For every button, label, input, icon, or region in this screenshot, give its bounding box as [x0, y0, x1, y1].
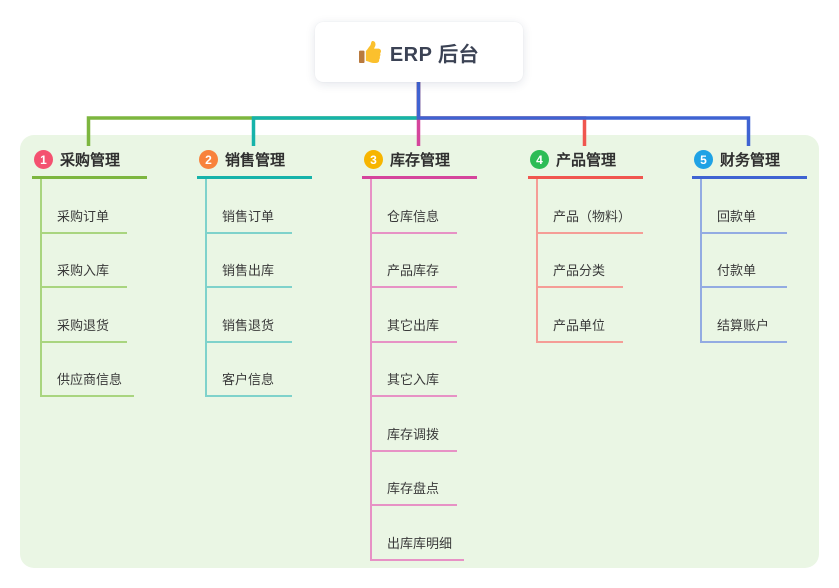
- child-node[interactable]: 采购退货: [42, 288, 127, 343]
- child-label: 结算账户: [717, 317, 770, 333]
- child-node[interactable]: 产品分类: [538, 234, 623, 288]
- branch-number-badge: 2: [199, 150, 218, 169]
- root-title: ERP 后台: [389, 43, 480, 66]
- child-node[interactable]: 供应商信息: [42, 343, 135, 397]
- child-node[interactable]: 其它入库: [372, 343, 457, 397]
- branch-label: 产品管理: [556, 152, 617, 169]
- child-label: 客户信息: [222, 372, 275, 387]
- branch-label: 销售管理: [225, 152, 286, 169]
- branch-number-badge: 5: [694, 150, 713, 169]
- branch-2: 2 销售管理销售订单销售出库销售退货客户信息: [197, 148, 312, 397]
- branch-label: 财务管理: [720, 152, 781, 169]
- branch-title[interactable]: 5 财务管理: [692, 148, 807, 179]
- child-label: 回款单: [717, 208, 757, 224]
- child-label: 出库库明细: [387, 535, 453, 551]
- branch-children: 销售订单销售出库销售退货客户信息: [205, 179, 312, 397]
- child-node[interactable]: 仓库信息: [372, 179, 457, 234]
- branch-children: 产品（物料） 产品分类产品单位: [536, 179, 644, 343]
- child-label: 采购订单: [57, 208, 110, 224]
- child-label: 销售退货: [222, 317, 275, 333]
- child-node[interactable]: 采购订单: [42, 179, 127, 234]
- mindmap-panel: [20, 135, 819, 568]
- branch-children: 仓库信息产品库存其它出库其它入库库存调拨库存盘点出库库明细: [370, 179, 477, 561]
- child-label: 产品分类: [553, 263, 606, 278]
- child-node[interactable]: 库存调拨: [372, 397, 457, 452]
- child-label: 产品（物料）: [553, 208, 632, 224]
- child-node[interactable]: 产品库存: [372, 234, 457, 288]
- branch-4: 4 产品管理产品（物料） 产品分类产品单位: [528, 148, 644, 343]
- child-node[interactable]: 回款单: [702, 179, 787, 234]
- child-label: 产品库存: [387, 263, 440, 278]
- branch-title[interactable]: 4 产品管理: [528, 148, 643, 179]
- child-node[interactable]: 出库库明细: [372, 506, 465, 561]
- branch-children: 采购订单采购入库采购退货供应商信息: [40, 179, 147, 397]
- branch-children: 回款单付款单结算账户: [700, 179, 807, 343]
- branch-number-badge: 4: [530, 150, 549, 169]
- child-node[interactable]: 其它出库: [372, 288, 457, 343]
- child-label: 产品单位: [553, 317, 606, 333]
- branch-number-badge: 3: [364, 150, 383, 169]
- child-node[interactable]: 结算账户: [702, 288, 787, 343]
- branch-title[interactable]: 3 库存管理: [362, 148, 477, 179]
- child-node[interactable]: 销售订单: [207, 179, 292, 234]
- child-node[interactable]: 采购入库: [42, 234, 127, 288]
- child-label: 销售订单: [222, 208, 275, 224]
- thumbs-up-icon: [358, 41, 381, 63]
- child-node[interactable]: 付款单: [702, 234, 787, 288]
- child-label: 采购退货: [57, 317, 110, 333]
- branch-label: 库存管理: [390, 152, 451, 169]
- branch-1: 1 采购管理采购订单采购入库采购退货供应商信息: [32, 148, 147, 397]
- child-node[interactable]: 销售退货: [207, 288, 292, 343]
- child-label: 销售出库: [222, 263, 275, 278]
- branch-title[interactable]: 2 销售管理: [197, 148, 312, 179]
- root-node[interactable]: ERP 后台: [315, 22, 523, 82]
- child-label: 付款单: [717, 263, 757, 278]
- branch-3: 3 库存管理仓库信息产品库存其它出库其它入库库存调拨库存盘点出库库明细: [362, 148, 477, 561]
- branch-label: 采购管理: [60, 152, 121, 169]
- child-node[interactable]: 产品单位: [538, 288, 623, 343]
- branch-number-badge: 1: [34, 150, 53, 169]
- child-node[interactable]: 产品（物料）: [538, 179, 644, 234]
- child-label: 库存调拨: [387, 426, 440, 442]
- child-label: 其它入库: [387, 372, 440, 387]
- child-label: 供应商信息: [57, 372, 123, 387]
- child-label: 库存盘点: [387, 481, 440, 496]
- child-node[interactable]: 库存盘点: [372, 452, 457, 506]
- child-node[interactable]: 销售出库: [207, 234, 292, 288]
- child-node[interactable]: 客户信息: [207, 343, 292, 397]
- branch-title[interactable]: 1 采购管理: [32, 148, 147, 179]
- child-label: 采购入库: [57, 263, 110, 278]
- child-label: 仓库信息: [387, 208, 440, 224]
- child-label: 其它出库: [387, 317, 440, 333]
- branch-5: 5 财务管理回款单付款单结算账户: [692, 148, 807, 343]
